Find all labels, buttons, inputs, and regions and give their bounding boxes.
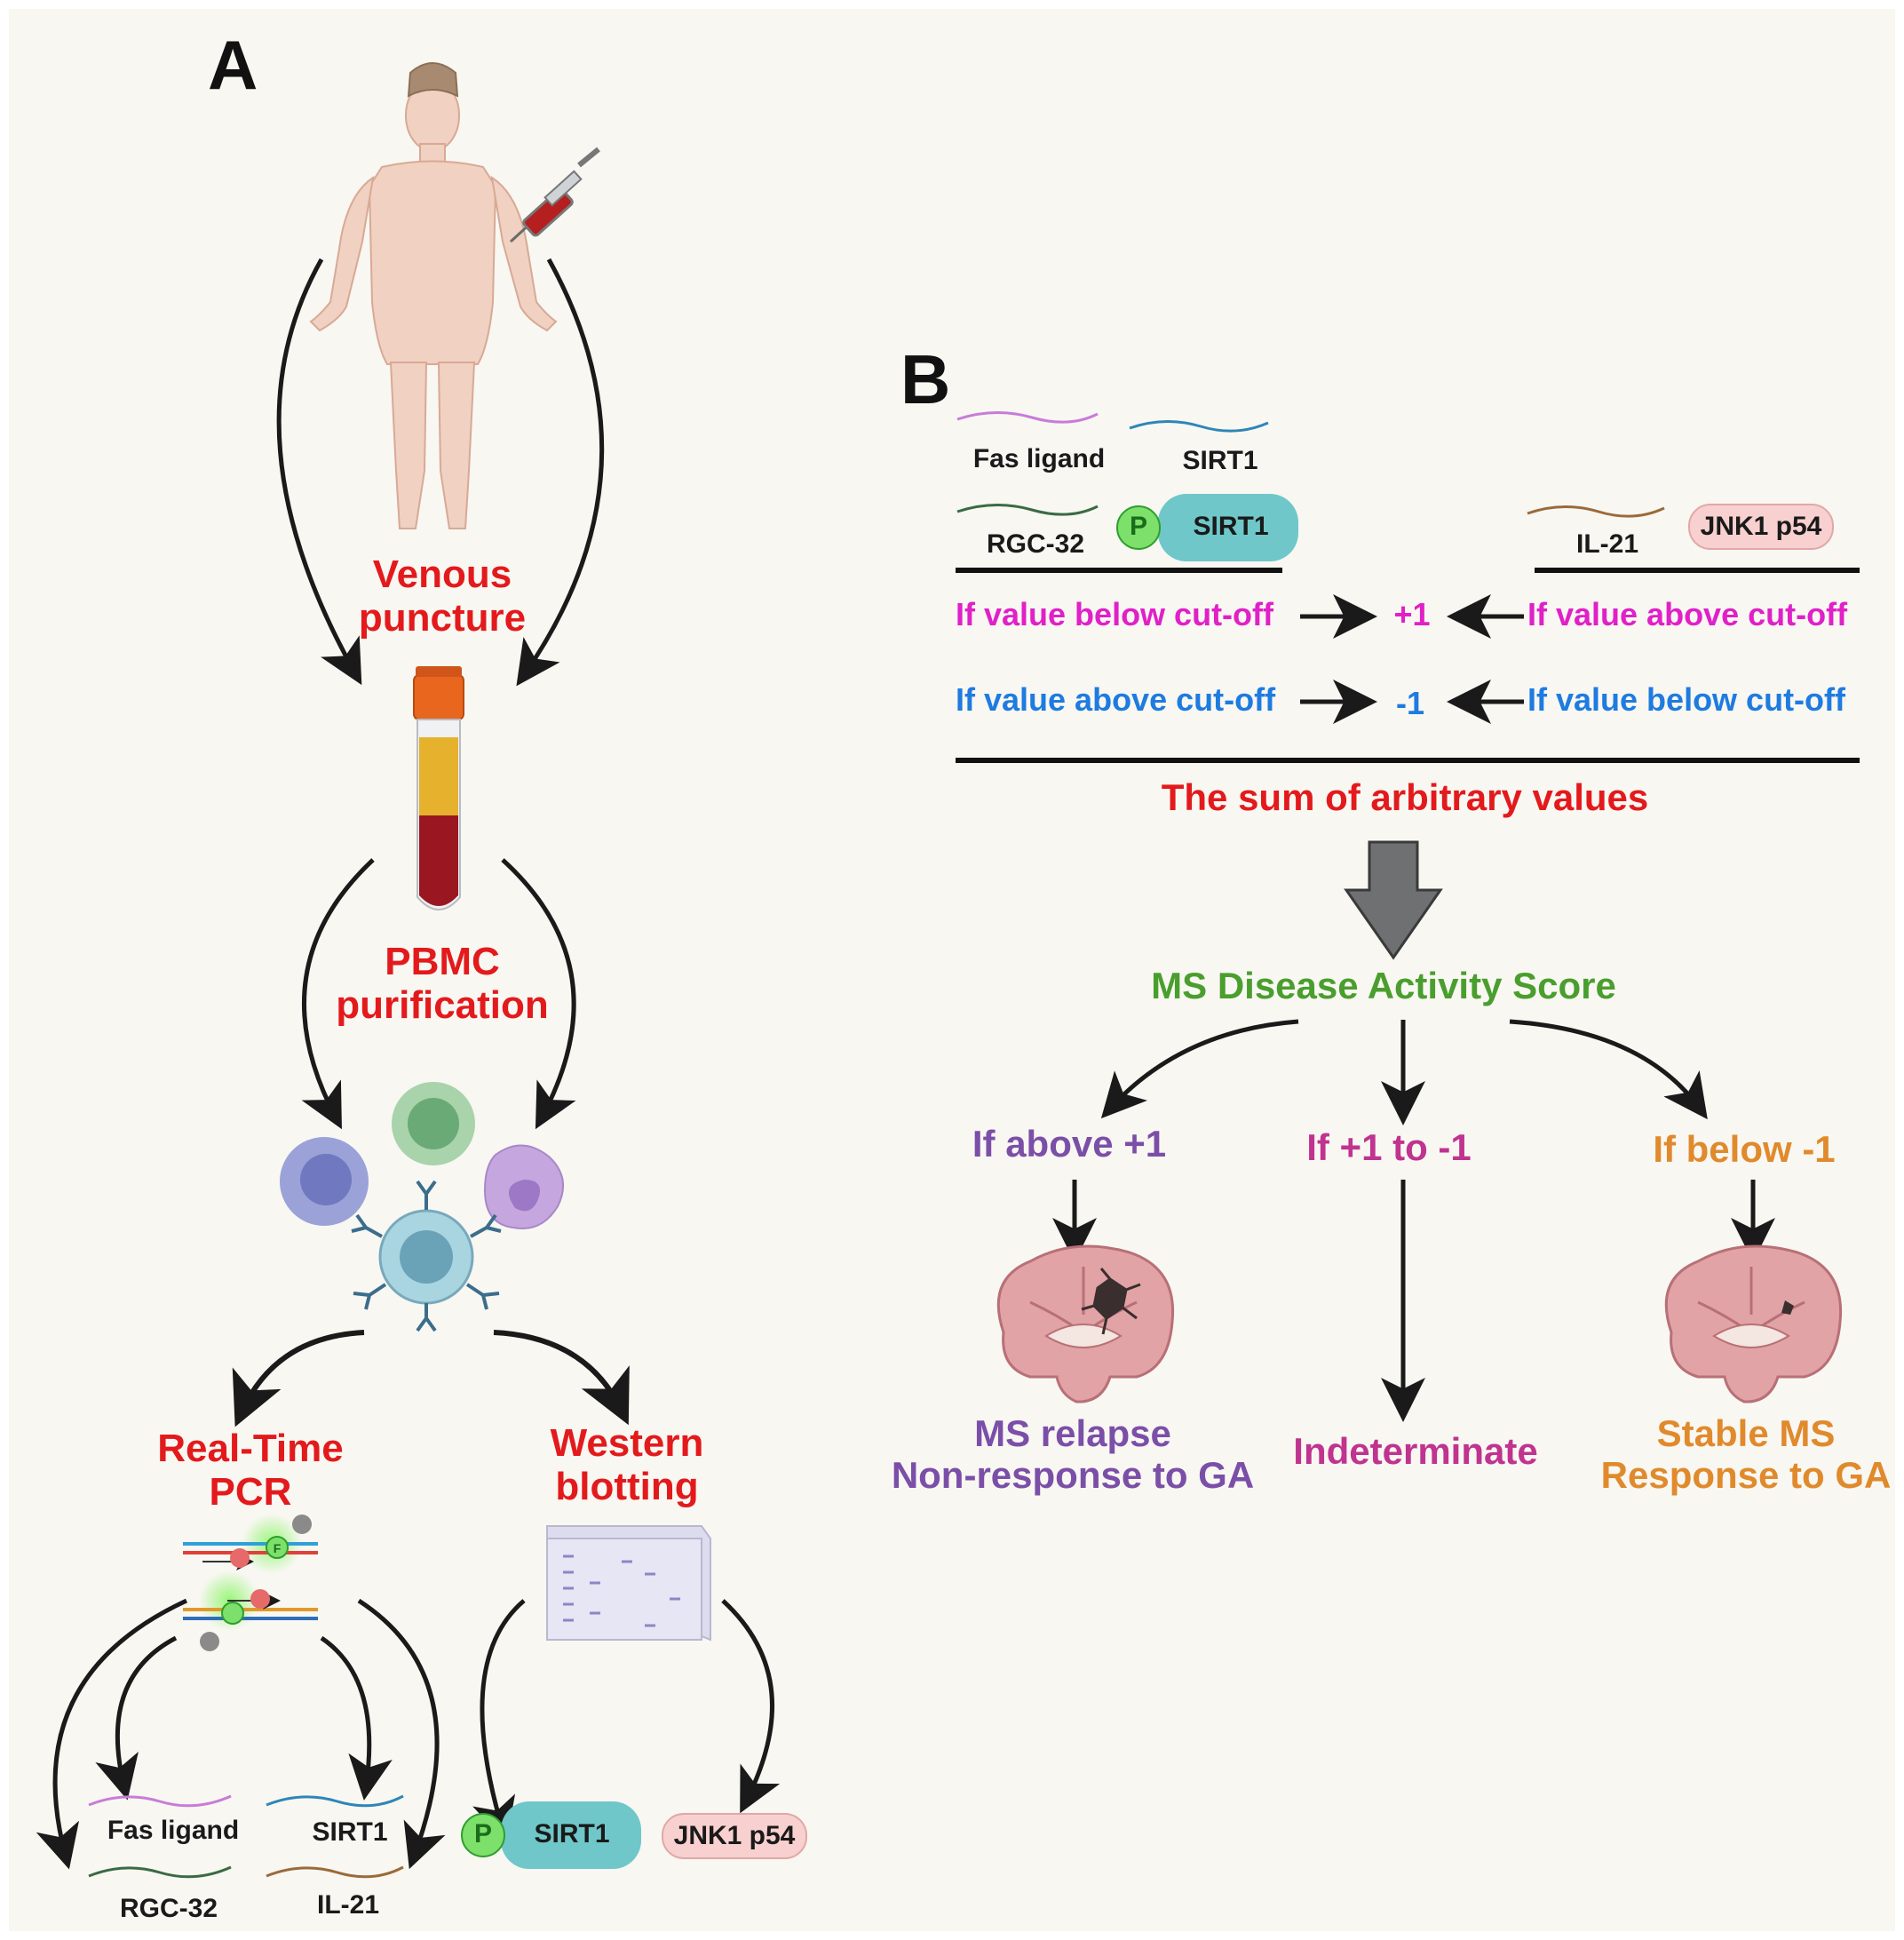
- protein-jnk1-label-a: JNK1 p54: [673, 1821, 796, 1850]
- rule-negative-value: -1: [1395, 685, 1425, 721]
- rtpcr-line1: Real-Time: [157, 1427, 344, 1470]
- branch-above-label: If above +1: [972, 1123, 1167, 1165]
- rule-arrows: [1300, 594, 1524, 724]
- venous-puncture-line2: puncture: [358, 596, 527, 640]
- human-figure-icon: [309, 62, 558, 529]
- flow-arrows-pbmc: [301, 858, 576, 1130]
- protein-jnk1-label-b: JNK1 p54: [1700, 512, 1822, 541]
- western-blot-gel-icon: [546, 1525, 711, 1642]
- figure-artwork: F: [36, 62, 1860, 1879]
- gene-label-rgc32-b: RGC-32: [986, 529, 1085, 559]
- protein-icons-a: [461, 1801, 807, 1869]
- outcome-relapse-label: MS relapse Non-response to GA: [892, 1412, 1254, 1496]
- rule-negative-right: If value below cut-off: [1527, 681, 1846, 718]
- gene-label-sirt1-b: SIRT1: [1182, 446, 1258, 475]
- pbmc-line2: purification: [336, 983, 549, 1028]
- outcome-stable-label: Stable MS Response to GA: [1601, 1412, 1892, 1496]
- branch-mid-label: If +1 to -1: [1306, 1126, 1472, 1168]
- outcome-stable-line1: Stable MS: [1656, 1412, 1836, 1454]
- protein-sirt1-label-b: SIRT1: [1193, 512, 1269, 541]
- brain-relapse-icon: [996, 1244, 1175, 1403]
- rtpcr-line2: PCR: [209, 1470, 292, 1515]
- flow-arrows-outputs: [36, 1598, 781, 1870]
- outcome-indeterminate-label: Indeterminate: [1293, 1430, 1538, 1472]
- sum-arbitrary-values-label: The sum of arbitrary values: [1161, 776, 1649, 818]
- western-blotting-label: Western blotting: [551, 1421, 704, 1509]
- rule-positive-value: +1: [1393, 596, 1431, 632]
- venous-puncture-label: Venous puncture: [359, 553, 526, 640]
- rtpcr-label: Real-Time PCR: [157, 1427, 344, 1515]
- mrna-label-fas-ligand-a: Fas ligand: [107, 1816, 240, 1845]
- pbmc-line1: PBMC: [385, 940, 500, 983]
- protein-icons-b: [1116, 494, 1834, 561]
- western-line2: blotting: [555, 1465, 699, 1509]
- syringe-icon: [509, 147, 600, 243]
- ms-disease-activity-score-title: MS Disease Activity Score: [1151, 965, 1616, 1006]
- phospho-p-label-a: P: [473, 1819, 493, 1849]
- outcome-stable-line2: Response to GA: [1600, 1454, 1892, 1497]
- mrna-label-sirt1-a: SIRT1: [312, 1817, 388, 1847]
- phospho-p-label-b: P: [1129, 512, 1148, 541]
- western-line1: Western: [550, 1421, 704, 1465]
- blood-tube-icon: [413, 666, 464, 910]
- outcome-relapse-line1: MS relapse: [974, 1412, 1171, 1454]
- mrna-label-il21-a: IL-21: [316, 1890, 380, 1920]
- pbmc-purification-label: PBMC purification: [336, 940, 549, 1028]
- outcome-relapse-line2: Non-response to GA: [891, 1454, 1255, 1497]
- pbmc-cells-icon: [280, 1082, 564, 1332]
- venous-puncture-line1: Venous: [372, 553, 512, 596]
- pcr-fluor-label: F: [274, 1541, 282, 1555]
- gene-label-fas-ligand-b: Fas ligand: [972, 444, 1106, 473]
- flow-arrows-methods: [232, 1330, 630, 1427]
- pcr-schematic-icon: F: [183, 1514, 318, 1651]
- brain-stable-icon: [1664, 1244, 1843, 1403]
- flow-arrows-venous: [276, 258, 605, 687]
- gene-label-il21-b: IL-21: [1575, 529, 1639, 559]
- panel-b-letter: B: [900, 340, 951, 418]
- figure-canvas: F: [9, 9, 1895, 1931]
- mrna-strands-b: [956, 411, 1665, 518]
- branch-arrows: [1052, 1019, 1775, 1422]
- branch-below-label: If below -1: [1653, 1128, 1836, 1170]
- mrna-label-rgc32-a: RGC-32: [119, 1894, 218, 1923]
- panel-a-letter: A: [208, 26, 258, 104]
- rule-positive-left: If value below cut-off: [956, 596, 1274, 632]
- divider-lines: [956, 568, 1860, 763]
- mrna-strands-a: [88, 1794, 404, 1879]
- rule-positive-right: If value above cut-off: [1527, 596, 1848, 632]
- summary-down-arrow: [1344, 840, 1443, 960]
- protein-sirt1-label-a: SIRT1: [534, 1819, 610, 1849]
- rule-negative-left: If value above cut-off: [956, 681, 1276, 718]
